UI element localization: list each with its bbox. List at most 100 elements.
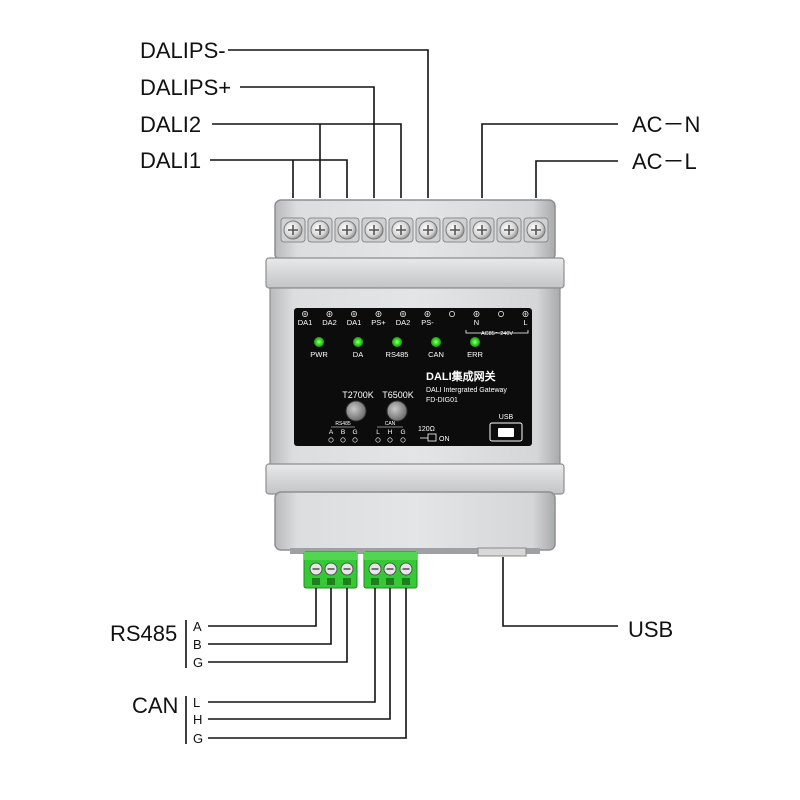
- panel-terminal-label: DA2: [396, 318, 411, 327]
- wire-can-h: [208, 588, 391, 720]
- label-dali2: DALI2: [140, 112, 201, 137]
- panel-pin-label: A: [329, 429, 334, 436]
- terminal-screw-icon[interactable]: [442, 217, 468, 243]
- wire-usb: [502, 557, 618, 627]
- label-rs485-b: B: [193, 637, 202, 652]
- panel-terminal-label: DA1: [298, 318, 313, 327]
- panel-terminal-symbol-icon: [522, 311, 529, 317]
- wire-ac-n: [481, 123, 618, 198]
- wire-rs485-b: [208, 588, 332, 645]
- led-pwr: PWR: [310, 337, 328, 359]
- knob-6500k[interactable]: [386, 400, 408, 422]
- label-can: CAN: [132, 693, 178, 718]
- led-label: ERR: [467, 350, 483, 359]
- panel-terminal-symbol-icon: [424, 311, 431, 317]
- label-rs485: RS485: [110, 621, 177, 646]
- label-can-l: L: [193, 695, 200, 710]
- led-da: DA: [353, 337, 363, 359]
- panel-terminal-label: PS-: [421, 318, 434, 327]
- terminal-screw-icon[interactable]: [469, 217, 495, 243]
- led-label: CAN: [428, 350, 444, 359]
- wire-dalips-minus: [228, 49, 429, 198]
- product-subtitle: DALI Intergrated Gateway: [426, 387, 507, 394]
- label-dalips-minus: DALIPS-: [140, 38, 226, 63]
- ac-range-label: AC85～240V: [481, 331, 513, 337]
- panel-pin-icon: [340, 437, 346, 443]
- panel-terminal-symbol-icon: [375, 311, 382, 317]
- label-can-h: H: [193, 712, 202, 727]
- panel-can-header: CAN: [385, 421, 396, 427]
- label-usb: USB: [628, 617, 673, 642]
- led-label: RS485: [386, 350, 409, 359]
- panel-terminal-symbol-icon: [326, 311, 333, 317]
- termination-resistor-label: 120Ω: [418, 426, 435, 433]
- knob-label-2700k: T2700K: [342, 390, 374, 400]
- led-err: ERR: [467, 337, 483, 359]
- panel-pin-label: L: [376, 429, 380, 436]
- terminal-screw-icon[interactable]: [523, 217, 549, 243]
- knob-2700k[interactable]: [345, 400, 367, 422]
- panel-terminal-symbol-icon: [498, 311, 504, 317]
- label-rs485-g: G: [193, 655, 203, 670]
- panel-terminal-labels: DA1 DA2 DA1 PS+ DA2 PS- N L: [298, 311, 529, 327]
- panel-pin-label: H: [388, 429, 393, 436]
- panel-terminal-symbol-icon: [449, 311, 455, 317]
- label-can-g: G: [193, 731, 203, 746]
- terminal-screw-icon[interactable]: [388, 217, 414, 243]
- terminal-screw-icon[interactable]: [280, 217, 306, 243]
- panel-terminal-label: PS+: [371, 318, 386, 327]
- wire-can-g: [208, 588, 407, 739]
- panel-terminal-label: DA2: [322, 318, 337, 327]
- panel-terminal-symbol-icon: [400, 311, 406, 317]
- wire-dalips-plus: [240, 86, 375, 198]
- label-dalips-plus: DALIPS+: [140, 75, 231, 100]
- wire-dali1-a: [210, 159, 348, 198]
- panel-pin-icon: [352, 437, 358, 443]
- usb-port-icon[interactable]: [498, 428, 514, 437]
- terminal-screw-icon[interactable]: [361, 217, 387, 243]
- connector-screw-icon[interactable]: [340, 562, 354, 585]
- panel-rs485-header: RS485: [335, 421, 351, 427]
- label-ac-n: AC－N: [632, 112, 700, 137]
- connector-screw-icon[interactable]: [399, 562, 413, 585]
- panel-terminal-symbol-icon: [302, 311, 308, 317]
- panel-terminal-label: N: [474, 318, 479, 327]
- product-model: FD-DIG01: [426, 397, 458, 404]
- knob-label-6500k: T6500K: [382, 390, 414, 400]
- wire-rs485-a: [208, 588, 317, 627]
- panel-terminal-label: L: [523, 318, 527, 327]
- panel-terminal-symbol-icon: [473, 311, 480, 317]
- terminal-screw-icon[interactable]: [307, 217, 333, 243]
- panel-pin-icon: [328, 437, 334, 443]
- panel-pin-label: G: [352, 429, 357, 436]
- wire-ac-l: [535, 160, 618, 198]
- panel-pin-icon: [387, 437, 393, 443]
- panel-usb-label: USB: [499, 414, 514, 421]
- label-dali1: DALI1: [140, 148, 201, 173]
- wires: [208, 49, 618, 739]
- panel-pin-icon: [400, 437, 406, 443]
- panel-terminal-symbol-icon: [351, 311, 357, 317]
- connector-screw-icon[interactable]: [383, 562, 397, 585]
- wire-dali2-a: [212, 123, 402, 198]
- panel-terminal-label: DA1: [347, 318, 362, 327]
- connector-screw-icon[interactable]: [368, 562, 382, 585]
- panel-pin-label: B: [341, 429, 345, 436]
- led-label: DA: [353, 350, 363, 359]
- connector-screw-icon[interactable]: [309, 562, 323, 585]
- termination-switch[interactable]: [427, 433, 437, 442]
- terminal-screw-icon[interactable]: [334, 217, 360, 243]
- terminal-screws: [280, 217, 549, 243]
- led-can: CAN: [428, 337, 444, 359]
- front-panel: [294, 308, 532, 446]
- label-ac-l: AC－L: [632, 149, 697, 174]
- panel-pin-icon: [375, 437, 381, 443]
- connector-screw-icon[interactable]: [324, 562, 338, 585]
- terminal-screw-icon[interactable]: [415, 217, 441, 243]
- wire-can-l: [208, 588, 376, 703]
- panel-pin-label: G: [400, 429, 405, 436]
- wire-rs485-g: [208, 588, 348, 663]
- terminal-screw-icon[interactable]: [496, 217, 522, 243]
